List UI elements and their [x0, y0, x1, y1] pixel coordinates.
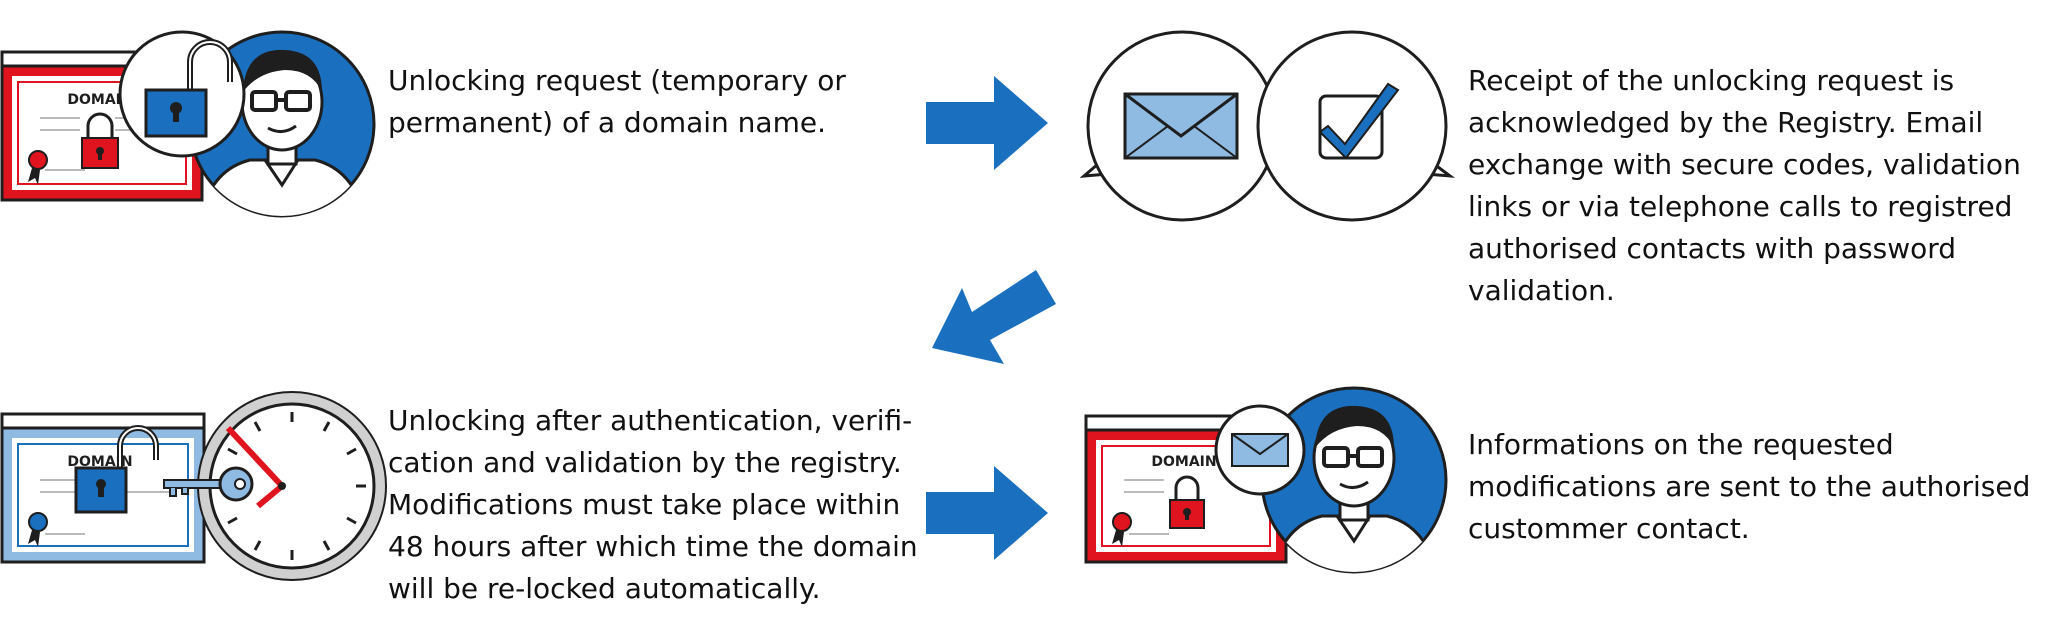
checkmark-icon	[1256, 30, 1456, 222]
arrow-right-icon	[926, 466, 1048, 560]
arrow-down-left-icon	[932, 270, 1056, 364]
step2-illustration	[1080, 30, 1456, 222]
envelope-icon	[1080, 30, 1278, 222]
certificate-label: DOMAIN	[1151, 454, 1216, 470]
arrow-right-icon	[926, 76, 1048, 170]
step4-text: Informations on the requested modificati…	[1468, 428, 2031, 545]
step1-text: Unlocking request (temporary or permanen…	[388, 64, 846, 139]
open-padlock-icon	[118, 30, 246, 158]
certificate-label: DOMAIN	[67, 454, 132, 470]
padlock-key-icon	[74, 425, 254, 514]
certificate-label: DOMAIN	[67, 92, 132, 108]
step2-text: Receipt of the unlocking request is ackn…	[1468, 64, 2021, 307]
person-avatar	[1260, 386, 1448, 574]
small-lock-icon	[1169, 475, 1205, 529]
clock-icon	[197, 391, 387, 581]
small-lock-icon	[81, 112, 119, 169]
step3-illustration: DOMAIN	[0, 391, 387, 581]
step4-illustration: DOMAIN	[1084, 386, 1448, 574]
step1-illustration: DOMAIN	[0, 30, 376, 218]
step3-text: Unlocking after authentication, verifi- …	[388, 404, 918, 605]
envelope-icon	[1214, 404, 1306, 496]
